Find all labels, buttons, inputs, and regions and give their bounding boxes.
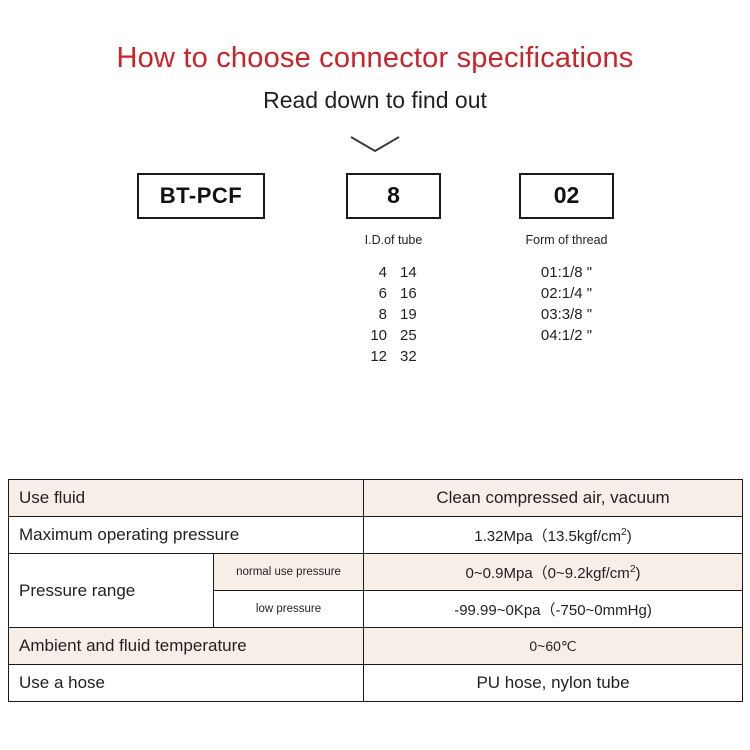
list-item[interactable]: 12 32	[346, 346, 441, 367]
code-box-prefix[interactable]: BT-PCF	[137, 172, 265, 219]
value-superscript: 2	[621, 526, 627, 538]
code-box-thread-form-value: 02	[553, 182, 580, 209]
list-item[interactable]: 04:1/2 "	[540, 326, 593, 344]
page-title: How to choose connector specifications	[116, 42, 634, 74]
tube-id: 10	[370, 326, 387, 344]
list-item[interactable]: 8 19	[346, 304, 441, 325]
spec-sublabel-normal-use-pressure: normal use pressure	[212, 553, 365, 591]
tube-id: 4	[378, 263, 387, 281]
spec-label-pressure-range: Pressure range	[8, 553, 214, 628]
spec-value-use-a-hose: PU hose, nylon tube	[363, 664, 744, 702]
table-row: Use a hose PU hose, nylon tube	[7, 664, 744, 702]
chevron-down-icon	[350, 135, 400, 152]
table-row: Use fluid Clean compressed air, vacuum	[7, 479, 744, 517]
list-item[interactable]: 02:1/4 "	[540, 284, 593, 302]
value-tail: )	[626, 527, 632, 545]
list-item[interactable]: 03:3/8 "	[540, 305, 593, 323]
spec-value-use-fluid: Clean compressed air, vacuum	[363, 479, 744, 517]
page-subtitle: Read down to find out	[263, 87, 487, 114]
spec-sublabel-low-pressure: low pressure	[212, 590, 365, 628]
part-number-selector: BT-PCF 8 02 I.D.of tube Form of thread 4…	[0, 166, 750, 366]
value-main: 1.32Mpa（13.5kgf/cm	[474, 527, 622, 545]
table-row: Maximum operating pressure 1.32Mpa（13.5k…	[7, 516, 744, 554]
spec-label-max-operating-pressure: Maximum operating pressure	[7, 516, 365, 554]
list-item[interactable]: 10 25	[346, 325, 441, 346]
list-item[interactable]: 4 14	[346, 262, 441, 283]
spec-label-ambient-fluid-temperature: Ambient and fluid temperature	[7, 627, 365, 665]
value-superscript: 2	[629, 563, 636, 575]
page-header: How to choose connector specifications R…	[0, 0, 750, 114]
tube-od: 25	[400, 326, 417, 344]
spec-label-use-fluid: Use fluid	[7, 479, 365, 517]
spec-value-normal-use-pressure: 0~0.9Mpa（0~9.2kgf/cm2)	[363, 553, 744, 591]
spec-value-max-operating-pressure: 1.32Mpa（13.5kgf/cm2)	[363, 516, 744, 554]
tube-od: 16	[400, 284, 417, 302]
tube-id: 8	[378, 305, 387, 323]
spec-value-ambient-fluid-temperature: 0~60℃	[363, 627, 744, 665]
tube-od: 32	[400, 347, 417, 365]
tube-id: 6	[378, 284, 387, 302]
code-box-tube-size-value: 8	[387, 182, 400, 209]
code-box-thread-form[interactable]: 02	[519, 172, 614, 219]
tube-size-column-label: I.D.of tube	[364, 232, 423, 247]
tube-size-option-list: 4 14 6 16 8 19 10 25 12 32	[346, 262, 441, 367]
thread-form-column-label: Form of thread	[525, 232, 608, 247]
spec-label-use-a-hose: Use a hose	[7, 664, 365, 702]
value-main: 0~0.9Mpa（0~9.2kgf/cm	[465, 564, 630, 582]
specification-table: Use fluid Clean compressed air, vacuum M…	[7, 479, 744, 702]
list-item[interactable]: 6 16	[346, 283, 441, 304]
code-box-tube-size[interactable]: 8	[346, 172, 441, 219]
spec-value-low-pressure: -99.99~0Kpa（-750~0mmHg)	[363, 590, 744, 628]
tube-id: 12	[370, 347, 387, 365]
thread-form-option-list: 01:1/8 " 02:1/4 " 03:3/8 " 04:1/2 "	[505, 262, 628, 346]
tube-od: 19	[400, 305, 417, 323]
tube-od: 14	[400, 263, 417, 281]
value-tail: )	[635, 564, 641, 582]
chevron-down-icon-wrap	[0, 132, 750, 160]
table-row: Pressure range normal use pressure 0~0.9…	[8, 553, 744, 628]
code-box-prefix-value: BT-PCF	[159, 182, 243, 208]
list-item[interactable]: 01:1/8 "	[540, 263, 593, 281]
table-row: Ambient and fluid temperature 0~60℃	[7, 627, 744, 665]
